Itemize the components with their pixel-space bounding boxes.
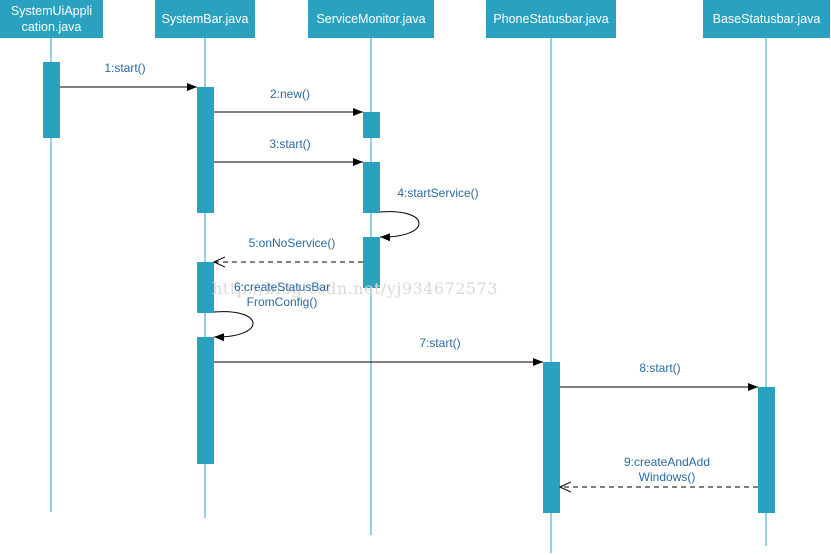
activation-box bbox=[197, 87, 214, 213]
activation-box bbox=[43, 62, 60, 138]
activation-box bbox=[363, 112, 380, 138]
activation-box bbox=[363, 162, 380, 213]
message-label-3: 3:start() bbox=[269, 137, 311, 151]
message-label-2: 2:new() bbox=[269, 87, 310, 101]
message-arrow-4 bbox=[379, 211, 420, 242]
activation-box bbox=[758, 387, 775, 513]
message-arrow-6 bbox=[213, 311, 254, 342]
participant-phone: PhoneStatusbar.java bbox=[486, 0, 616, 38]
activation-box bbox=[363, 237, 380, 288]
message-label-7: 7:start() bbox=[419, 336, 461, 350]
message-label-1: 1:start() bbox=[104, 61, 146, 75]
activation-box bbox=[197, 337, 214, 464]
participant-base: BaseStatusbar.java bbox=[703, 0, 830, 38]
activation-box bbox=[197, 262, 214, 313]
participant-app: SystemUiAppli cation.java bbox=[0, 0, 103, 38]
participant-mon: ServiceMonitor.java bbox=[308, 0, 434, 38]
message-label-8: 8:start() bbox=[639, 361, 681, 375]
activation-box bbox=[543, 362, 560, 513]
watermark-text: http://blog.csdn.net/yj934672573 bbox=[212, 279, 498, 298]
message-label-9: 9:createAndAdd Windows() bbox=[623, 455, 711, 484]
message-label-6: 6:createStatusBar FromConfig() bbox=[233, 280, 331, 309]
message-label-4: 4:startService() bbox=[397, 186, 479, 200]
message-label-5: 5:onNoService() bbox=[248, 236, 336, 250]
participant-bar: SystemBar.java bbox=[155, 0, 255, 38]
